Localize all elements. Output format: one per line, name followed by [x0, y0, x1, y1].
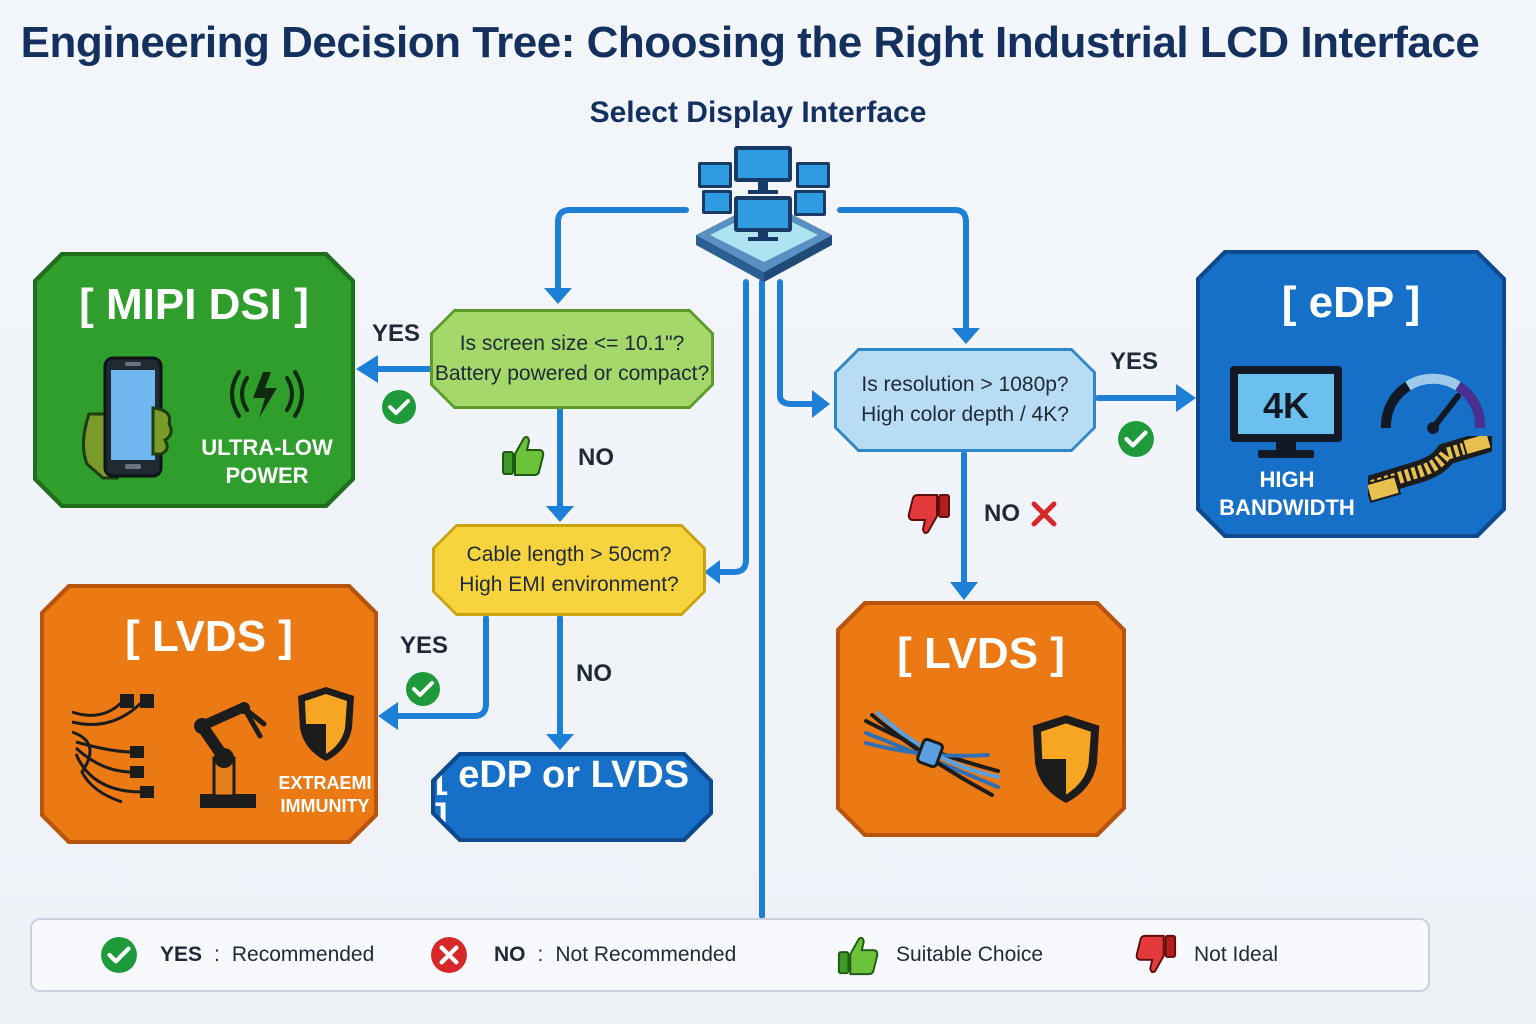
result-lvds-resolution[interactable]: [ LVDS ] [836, 601, 1126, 837]
page-title: Engineering Decision Tree: Choosing the … [20, 18, 1480, 67]
result-lvds-emi-title: [ LVDS ] [125, 612, 293, 661]
thumbs-down-icon [907, 494, 950, 534]
result-lvds-resolution-title: [ LVDS ] [897, 629, 1065, 678]
result-mipi-dsi-title: [ MIPI DSI ] [79, 280, 309, 329]
display-hub-icon[interactable] [688, 140, 840, 285]
legend-not-ideal-text: Not Ideal [1194, 943, 1279, 966]
robot-arm-icon [184, 696, 284, 812]
decision-screen-size[interactable]: Is screen size <= 10.1"? Battery powered… [430, 309, 714, 409]
legend-no-text: Not Recommended [555, 943, 737, 966]
edge-trunk-right [777, 279, 815, 407]
legend-no: NO : Not Recommended [430, 920, 736, 990]
res-yes-label: YES [1110, 348, 1159, 375]
check-icon [382, 390, 416, 424]
speedometer-icon [1378, 364, 1488, 434]
decision-resolution[interactable]: Is resolution > 1080p? High color depth … [834, 348, 1096, 452]
wireless-power-icon [227, 364, 307, 424]
shield-icon [1028, 711, 1104, 807]
monitor-4k-badge: 4K [1263, 385, 1309, 426]
result-edp-title: [ eDP ] [1281, 278, 1421, 327]
flex-cable-icon [1368, 436, 1492, 506]
check-icon [101, 937, 137, 973]
edp-caption-line2: BANDWIDTH [1219, 495, 1355, 520]
monitor-4k-icon: 4K [1228, 364, 1344, 460]
cross-circle-icon [431, 937, 467, 973]
legend-yes-key: YES [160, 943, 203, 966]
decision-screen-size-line1: Is screen size <= 10.1"? [459, 332, 685, 355]
legend-yes: YES : Recommended [100, 920, 374, 990]
twisted-wires-icon [862, 711, 1002, 801]
result-edp[interactable]: [ eDP ] 4K HIGH BANDWIDTH [1196, 250, 1506, 538]
check-icon [1118, 421, 1154, 457]
result-edp-or-lvds[interactable]: [ eDP or LVDS ] [431, 752, 713, 842]
result-lvds-emi-caption: EXTRAEMI IMMUNITY [270, 772, 380, 818]
legend-suitable: Suitable Choice [836, 920, 1043, 990]
cable-yes-label: YES [400, 632, 449, 659]
decision-resolution-line2: High color depth / 4K? [861, 403, 1069, 426]
legend-yes-separator: : [214, 943, 220, 966]
result-edp-caption: HIGH BANDWIDTH [1218, 466, 1356, 522]
thumbs-up-icon [837, 936, 879, 976]
decision-screen-size-line2: Battery powered or compact? [434, 362, 710, 385]
thumbs-down-icon [1135, 934, 1177, 974]
legend: YES : Recommended NO : Not Recommended S… [30, 918, 1430, 992]
screen-yes-label: YES [372, 320, 421, 347]
legend-not-ideal: Not Ideal [1134, 920, 1278, 990]
thumbs-up-icon [502, 436, 545, 476]
res-no-label: NO [984, 500, 1020, 527]
decision-resolution-line1: Is resolution > 1080p? [861, 373, 1069, 396]
legend-yes-text: Recommended [231, 943, 375, 966]
mipi-caption-line2: POWER [225, 463, 309, 488]
decision-cable-length-line1: Cable length > 50cm? [466, 543, 672, 566]
result-mipi-dsi-caption: ULTRA-LOW POWER [197, 434, 337, 490]
decision-cable-length-line2: High EMI environment? [459, 573, 679, 596]
root-node-label: Select Display Interface [589, 96, 927, 129]
lvds-emi-caption-line2: IMMUNITY [280, 796, 370, 816]
cable-harness-icon [62, 692, 172, 812]
legend-no-separator: : [537, 943, 544, 966]
cross-icon [1031, 501, 1057, 527]
legend-suitable-text: Suitable Choice [896, 943, 1044, 966]
edge-trunk-left [717, 279, 749, 575]
cable-no-label: NO [576, 660, 612, 687]
edp-caption-line1: HIGH [1259, 467, 1315, 492]
edge-cable-yes [395, 615, 489, 719]
smartphone-hand-icon [77, 354, 177, 484]
result-lvds-emi[interactable]: [ LVDS ] [40, 584, 378, 844]
result-edp-or-lvds-title: [ eDP or LVDS ] [435, 754, 690, 839]
result-mipi-dsi[interactable]: [ MIPI DSI ] ULTRA-LOW POWER [33, 252, 355, 508]
legend-no-key: NO [494, 943, 526, 966]
edge-root-to-resolution [837, 207, 969, 331]
decision-cable-length[interactable]: Cable length > 50cm? High EMI environmen… [432, 524, 706, 616]
shield-icon [294, 684, 358, 764]
check-icon [406, 672, 440, 706]
mipi-caption-line1: ULTRA-LOW [201, 435, 333, 460]
lvds-emi-caption-line1: EXTRAEMI [278, 773, 372, 793]
edge-root-to-screen-size [555, 207, 689, 291]
screen-no-label: NO [578, 444, 614, 471]
